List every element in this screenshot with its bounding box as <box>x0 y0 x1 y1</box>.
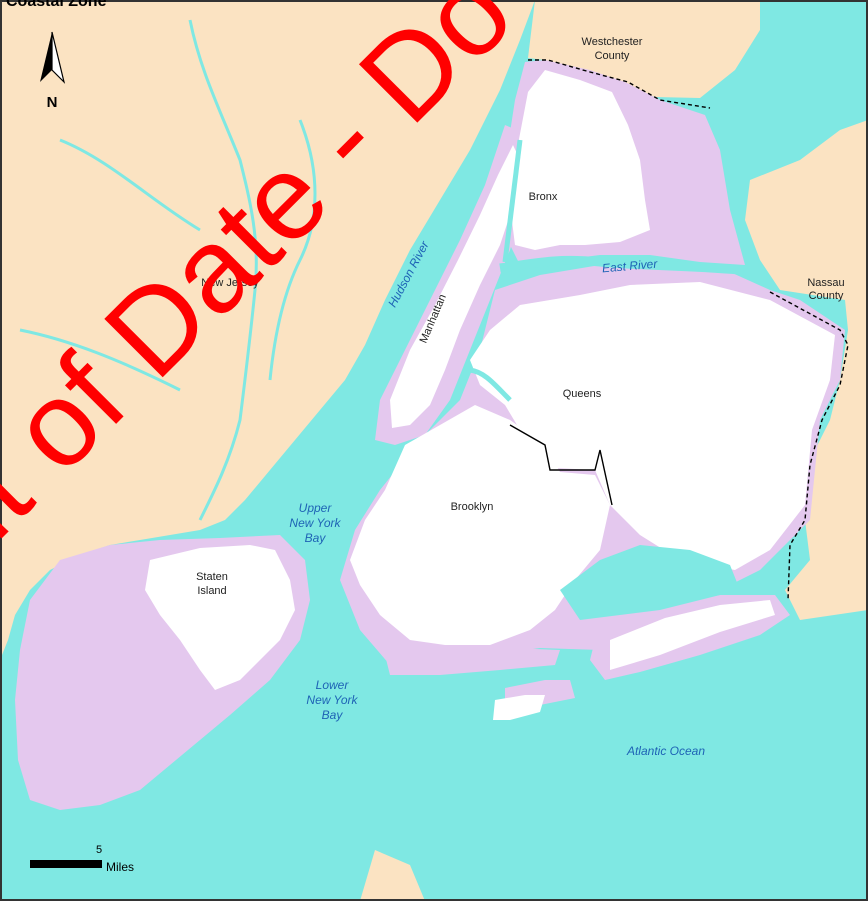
bronx-land <box>510 70 650 250</box>
upper-bay-label-line2: New York <box>289 516 341 530</box>
scale-value: 5 <box>96 844 102 856</box>
rockaway-land <box>610 600 775 670</box>
new-jersey-land <box>0 0 535 660</box>
staten-island-land <box>145 545 295 690</box>
scale-unit: Miles <box>106 860 134 874</box>
upper-bay-label-line3: Bay <box>305 531 327 545</box>
queens-label: Queens <box>563 388 602 400</box>
jamaica-bay <box>560 545 740 620</box>
queens-land <box>470 282 835 570</box>
westchester-label-line2: County <box>595 50 630 62</box>
brooklyn-land <box>350 405 610 645</box>
map-title: Coastal Zone <box>6 0 107 10</box>
newtown-creek <box>469 367 512 402</box>
staten-island-label-line1: Staten <box>196 571 228 583</box>
atlantic-ocean-label: Atlantic Ocean <box>626 744 705 758</box>
scale-bar: 5 Miles <box>30 844 134 874</box>
lower-bay-label-line2: New York <box>306 693 358 707</box>
far-rockaway-land <box>493 695 545 720</box>
manhattan-land <box>390 145 520 428</box>
harlem-river-channel <box>502 139 523 263</box>
nassau-land <box>745 120 868 620</box>
lower-bay-label-line1: Lower <box>316 678 350 692</box>
lower-bay-label-line3: Bay <box>322 708 344 722</box>
east-river-channel <box>499 255 741 275</box>
westchester-land <box>528 0 760 98</box>
bronx-label: Bronx <box>529 191 558 203</box>
east-river-label: East River <box>601 257 658 276</box>
nassau-label-line1: Nassau <box>807 277 844 289</box>
westchester-label-line1: Westchester <box>582 36 643 48</box>
brooklyn-label: Brooklyn <box>451 501 494 513</box>
north-arrow-icon: N <box>40 31 66 111</box>
north-label: N <box>47 94 58 111</box>
nassau-boundary <box>769 291 849 601</box>
new-jersey-rivers <box>19 19 317 521</box>
queens-brooklyn-boundary <box>509 424 613 506</box>
upper-bay-label-line1: Upper <box>299 501 333 515</box>
new-jersey-label: New Jersey <box>201 277 259 289</box>
coney-island-coastal-zone <box>385 648 560 675</box>
staten-island-label-line2: Island <box>197 585 226 597</box>
westchester-boundary <box>528 59 711 109</box>
nassau-label-line2: County <box>809 290 844 302</box>
southern-land <box>360 850 425 901</box>
